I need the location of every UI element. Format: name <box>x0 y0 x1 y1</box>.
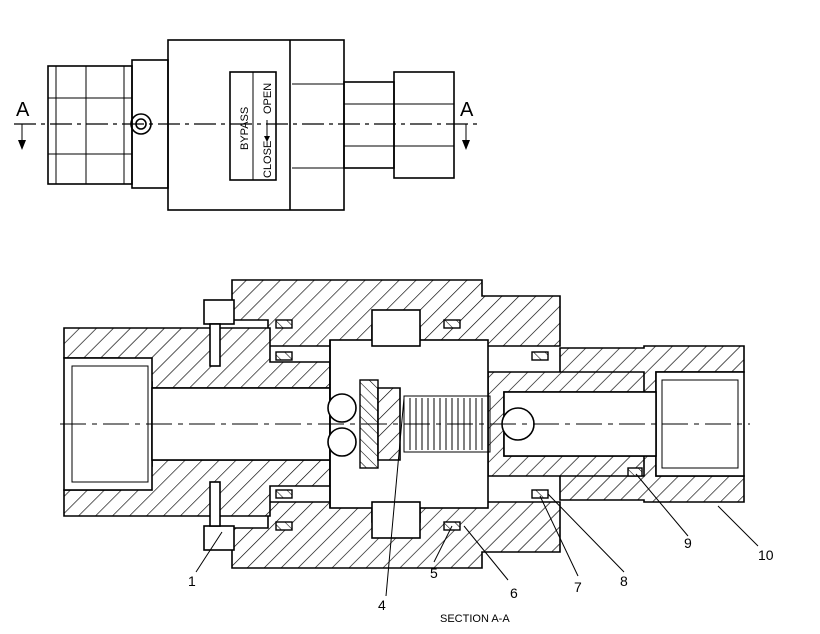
callout-1: 1 <box>188 573 196 589</box>
section-marker-left: A <box>16 99 30 121</box>
right-hex-fitting <box>343 71 455 179</box>
callout-7: 7 <box>574 579 582 595</box>
callout-6: 6 <box>510 585 518 601</box>
label-close: CLOSE <box>262 141 274 178</box>
callout-numbers: 1 4 5 6 7 8 9 10 <box>188 535 774 613</box>
callout-10: 10 <box>758 547 774 563</box>
label-bypass: BYPASS <box>239 107 251 150</box>
section-caption: SECTION A-A <box>440 613 510 625</box>
section-marker-right: A <box>460 99 474 121</box>
label-open: OPEN <box>262 83 274 114</box>
top-view: A A BYPASS CLOSE OPEN <box>14 39 478 211</box>
check-ball-lower <box>327 427 357 457</box>
check-ball-upper <box>327 393 357 423</box>
callout-4: 4 <box>378 597 386 613</box>
callout-leaders <box>195 397 759 597</box>
callout-8: 8 <box>620 573 628 589</box>
callout-5: 5 <box>430 565 438 581</box>
valve-body-top <box>167 39 345 211</box>
callout-9: 9 <box>684 535 692 551</box>
section-view <box>60 279 750 569</box>
